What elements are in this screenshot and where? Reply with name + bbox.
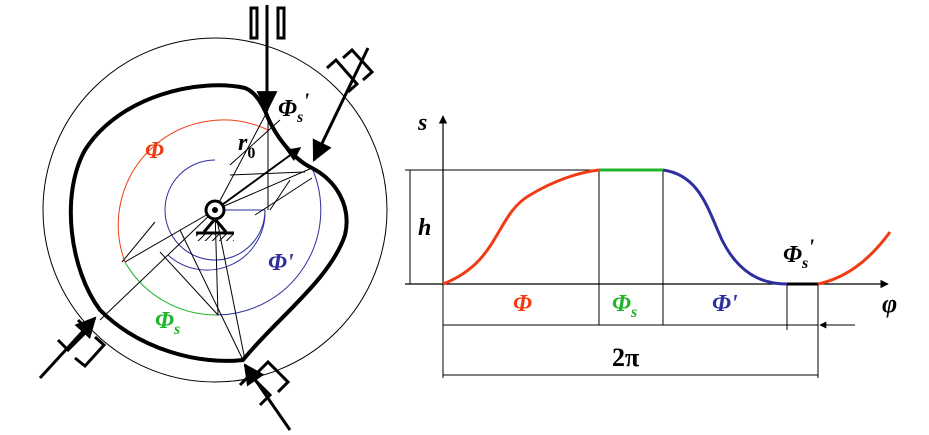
cam-mechanism: Φ Φ' Φs Φs' r0 xyxy=(38,5,388,431)
graph-label-rise: Φ xyxy=(513,291,532,317)
r0-arrow xyxy=(214,147,302,211)
graph-label-dwell: Φs xyxy=(612,291,637,321)
outer-circle xyxy=(42,37,388,383)
radial-lines xyxy=(99,109,313,361)
follower-bottom xyxy=(238,359,292,431)
dwell-arc xyxy=(124,261,219,316)
graph-label-return: Φ' xyxy=(712,291,738,317)
phi-axis-label: φ xyxy=(882,289,897,318)
rise2-curve xyxy=(817,231,892,286)
two-pi-label: 2π xyxy=(612,343,639,372)
return-curve xyxy=(662,168,788,286)
h-label: h xyxy=(418,215,431,241)
follower-top xyxy=(249,5,286,113)
rise-arc xyxy=(117,119,269,263)
follower-top-right xyxy=(312,47,375,162)
cam-label-dwell: Φs xyxy=(155,308,180,338)
rise-curve xyxy=(442,168,600,286)
displacement-graph: s φ h Φ Φs Φ' Φs' 2π xyxy=(405,110,897,378)
follower-bottom-left xyxy=(38,316,107,380)
graph-label-dwell2: Φs' xyxy=(783,234,814,272)
cam-label-return: Φ' xyxy=(268,250,294,276)
pivot-support xyxy=(196,199,234,241)
base-circle xyxy=(164,159,266,261)
return-arc xyxy=(217,167,322,316)
cam-label-rise: Φ xyxy=(145,138,164,164)
inner-curve xyxy=(167,209,266,271)
s-axis-label: s xyxy=(417,110,427,136)
cam-label-dwell2: Φs' xyxy=(278,88,309,126)
cam-profile xyxy=(68,83,349,363)
cam-label-r0: r0 xyxy=(238,130,255,162)
